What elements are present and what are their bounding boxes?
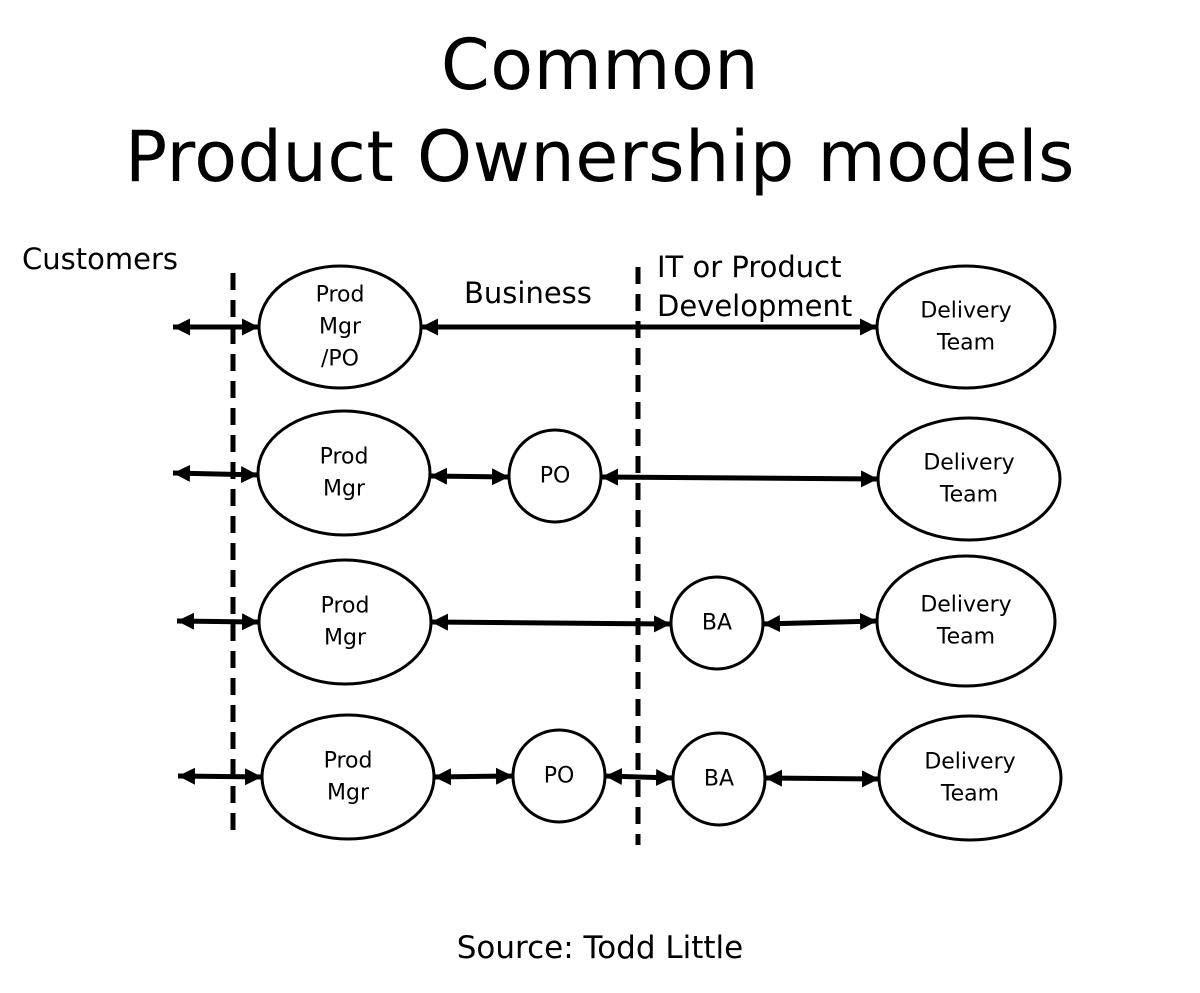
delivery-team-label-line-1: Delivery xyxy=(923,451,1014,476)
row-4-arrow-4 xyxy=(764,769,880,788)
prod-mgr-label-line-2: Mgr xyxy=(324,626,367,651)
row-3-ba-node: BA xyxy=(669,575,765,671)
delivery-team-ellipse xyxy=(875,264,1057,390)
ba-ellipse xyxy=(669,575,765,671)
prod-mgr-label-line-1: Prod xyxy=(321,594,370,619)
delivery-team-label-line-1: Delivery xyxy=(920,299,1011,324)
delivery-team-ellipse xyxy=(877,714,1063,842)
ba-ellipse xyxy=(671,731,767,827)
row-4-ba-node: BA xyxy=(671,731,767,827)
prod-mgr-ellipse xyxy=(256,409,432,537)
nodes-layer: ProdMgr/PODeliveryTeamProdMgrPODeliveryT… xyxy=(256,264,1063,842)
row-4-arrow-2 xyxy=(433,767,514,786)
source-credit: Source: Todd Little xyxy=(456,930,744,966)
row-2-po-node: PO xyxy=(507,428,603,524)
delivery-team-ellipse xyxy=(875,554,1057,688)
prod-mgr-ellipse xyxy=(260,713,436,841)
prod-mgr-label-line-2: Mgr xyxy=(327,781,370,806)
delivery-team-ellipse xyxy=(876,416,1062,542)
delivery-team-label-line-2: Team xyxy=(936,625,995,650)
delivery-team-label-line-2: Team xyxy=(940,782,999,807)
row-4-arrow-3 xyxy=(604,768,674,786)
title-line-2: Product Ownership models xyxy=(125,116,1075,198)
title-line-1: Common xyxy=(440,24,760,106)
prod-mgr-label-line-1: Prod xyxy=(320,445,369,470)
ba-label-line-1: BA xyxy=(702,611,732,636)
region-label-it-line-1: IT or Product xyxy=(657,250,842,284)
po-label-line-1: PO xyxy=(540,464,571,489)
prod-mgr-po-ellipse xyxy=(257,264,423,390)
delivery-team-label-line-2: Team xyxy=(936,331,995,356)
prod-mgr-po-label-line-1: Prod xyxy=(316,283,365,308)
po-label-line-1: PO xyxy=(544,764,575,789)
prod-mgr-ellipse xyxy=(257,558,433,686)
row-4-po-node: PO xyxy=(511,728,607,824)
row-3-arrow-2 xyxy=(430,613,672,633)
row-2-arrow-2 xyxy=(429,467,510,486)
row-3-arrow-1 xyxy=(176,612,260,631)
region-label-it-line-2: Development xyxy=(657,289,853,324)
delivery-team-label-line-1: Delivery xyxy=(924,750,1015,775)
row-2-arrow-3 xyxy=(600,468,879,488)
delivery-team-label-line-2: Team xyxy=(939,483,998,508)
ba-label-line-1: BA xyxy=(704,767,734,792)
region-label-customers: Customers xyxy=(22,242,178,276)
row-3-arrow-3 xyxy=(762,612,878,633)
delivery-team-label-line-1: Delivery xyxy=(920,593,1011,618)
region-label-it-product-development: IT or Product Development xyxy=(657,248,852,326)
prod-mgr-po-label-line-2: Mgr xyxy=(319,315,362,340)
prod-mgr-po-label-line-3: /PO xyxy=(321,347,359,372)
prod-mgr-label-line-1: Prod xyxy=(324,749,373,774)
prod-mgr-label-line-2: Mgr xyxy=(323,477,366,502)
arrows-layer xyxy=(172,318,880,788)
row-2-arrow-1 xyxy=(172,464,259,484)
region-label-business: Business xyxy=(464,276,592,310)
row-4-arrow-1 xyxy=(177,767,263,786)
po-ellipse xyxy=(511,728,607,824)
po-ellipse xyxy=(507,428,603,524)
